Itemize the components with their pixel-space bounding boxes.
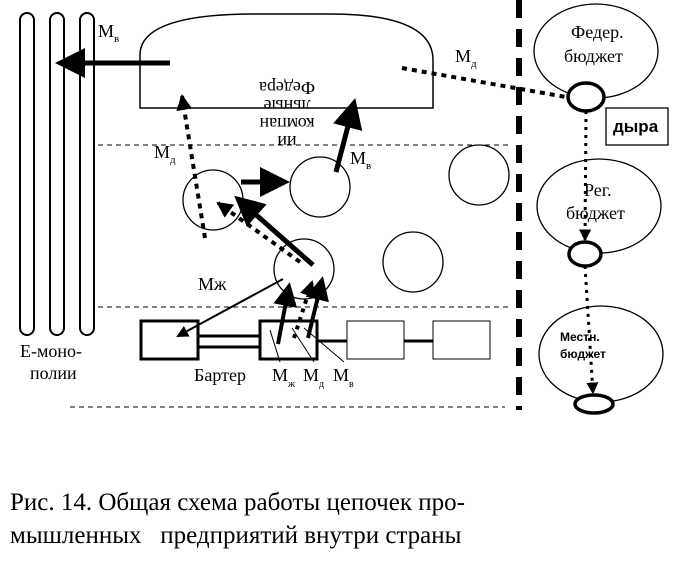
hole-label: дыра [613, 117, 659, 136]
mv-label-middle: Мв [350, 148, 371, 172]
federal-hole [566, 81, 606, 113]
enterprise-circle-left [182, 169, 244, 231]
mv-arrow-to-federal [333, 98, 363, 173]
federal-companies-label: ии компан льные Федера [259, 78, 315, 152]
svg-text:Федера: Федера [259, 78, 315, 98]
svg-text:компан: компан [259, 114, 315, 134]
leader-line-mzh [269, 329, 281, 363]
md-dotted-to-federal [176, 94, 207, 239]
mzh-label: Мж [198, 274, 227, 294]
mv-label-top: Мв [98, 21, 119, 45]
md-dotted-box-to-lower [292, 280, 316, 339]
arrow-box-to-lower [273, 282, 298, 345]
barter-label: Бартер [194, 365, 246, 385]
regional-hole [567, 240, 603, 268]
monopoly-bar [49, 12, 65, 336]
monopoly-bar [19, 12, 35, 336]
e-monopolies-label-line1: Е-моно- [20, 341, 82, 361]
arrow-lower-to-left [234, 195, 315, 267]
enterprise-box-1 [139, 319, 200, 361]
enterprise-circle-lower-right [382, 231, 444, 293]
bottom-mv-label: Мв [333, 365, 354, 390]
enterprise-box-3 [346, 320, 405, 360]
enterprise-circle-right [448, 144, 510, 206]
bottom-md-label: Мд [303, 365, 324, 390]
federal-budget-label-line1: Федер. [571, 22, 624, 42]
enterprise-box-4 [432, 320, 491, 360]
md-label-top: Мд [455, 46, 477, 70]
federal-budget-label-line2: бюджет [564, 46, 623, 66]
leader-line-md [291, 327, 315, 363]
md-label-left: Мд [154, 142, 176, 166]
figure-caption: Рис. 14. Общая схема работы цепочек про-… [10, 489, 465, 549]
mzh-arrow-to-box-1 [176, 278, 284, 337]
regional-budget-label-line2: бюджет [566, 203, 625, 223]
md-dotted-to-fed-budget [401, 66, 567, 99]
svg-text:ии: ии [277, 132, 297, 152]
md-dotted-lower-to-left [216, 201, 302, 264]
local-hole [573, 393, 615, 415]
leader-line-mv [303, 327, 345, 363]
federal-companies-shape [139, 13, 434, 109]
svg-text:льные: льные [264, 96, 311, 116]
e-monopolies-label-line2: полии [30, 363, 77, 383]
e-monopolies-bars [19, 12, 95, 336]
hole-label-box [605, 107, 669, 146]
regional-budget-label-line1: Рег. [584, 180, 612, 200]
bottom-mzh-label: Мж [272, 365, 295, 390]
budget-flow-fed-reg [579, 110, 592, 242]
enterprise-circle-center [289, 156, 351, 218]
budget-flow-reg-local [583, 265, 599, 395]
enterprise-circle-lower [273, 238, 335, 300]
local-budget-label-line1: Местн. [560, 330, 600, 344]
local-budget-label-line2: бюджет [560, 347, 606, 361]
arrow-box-to-lower-2 [305, 276, 329, 339]
monopoly-bar [79, 12, 95, 336]
